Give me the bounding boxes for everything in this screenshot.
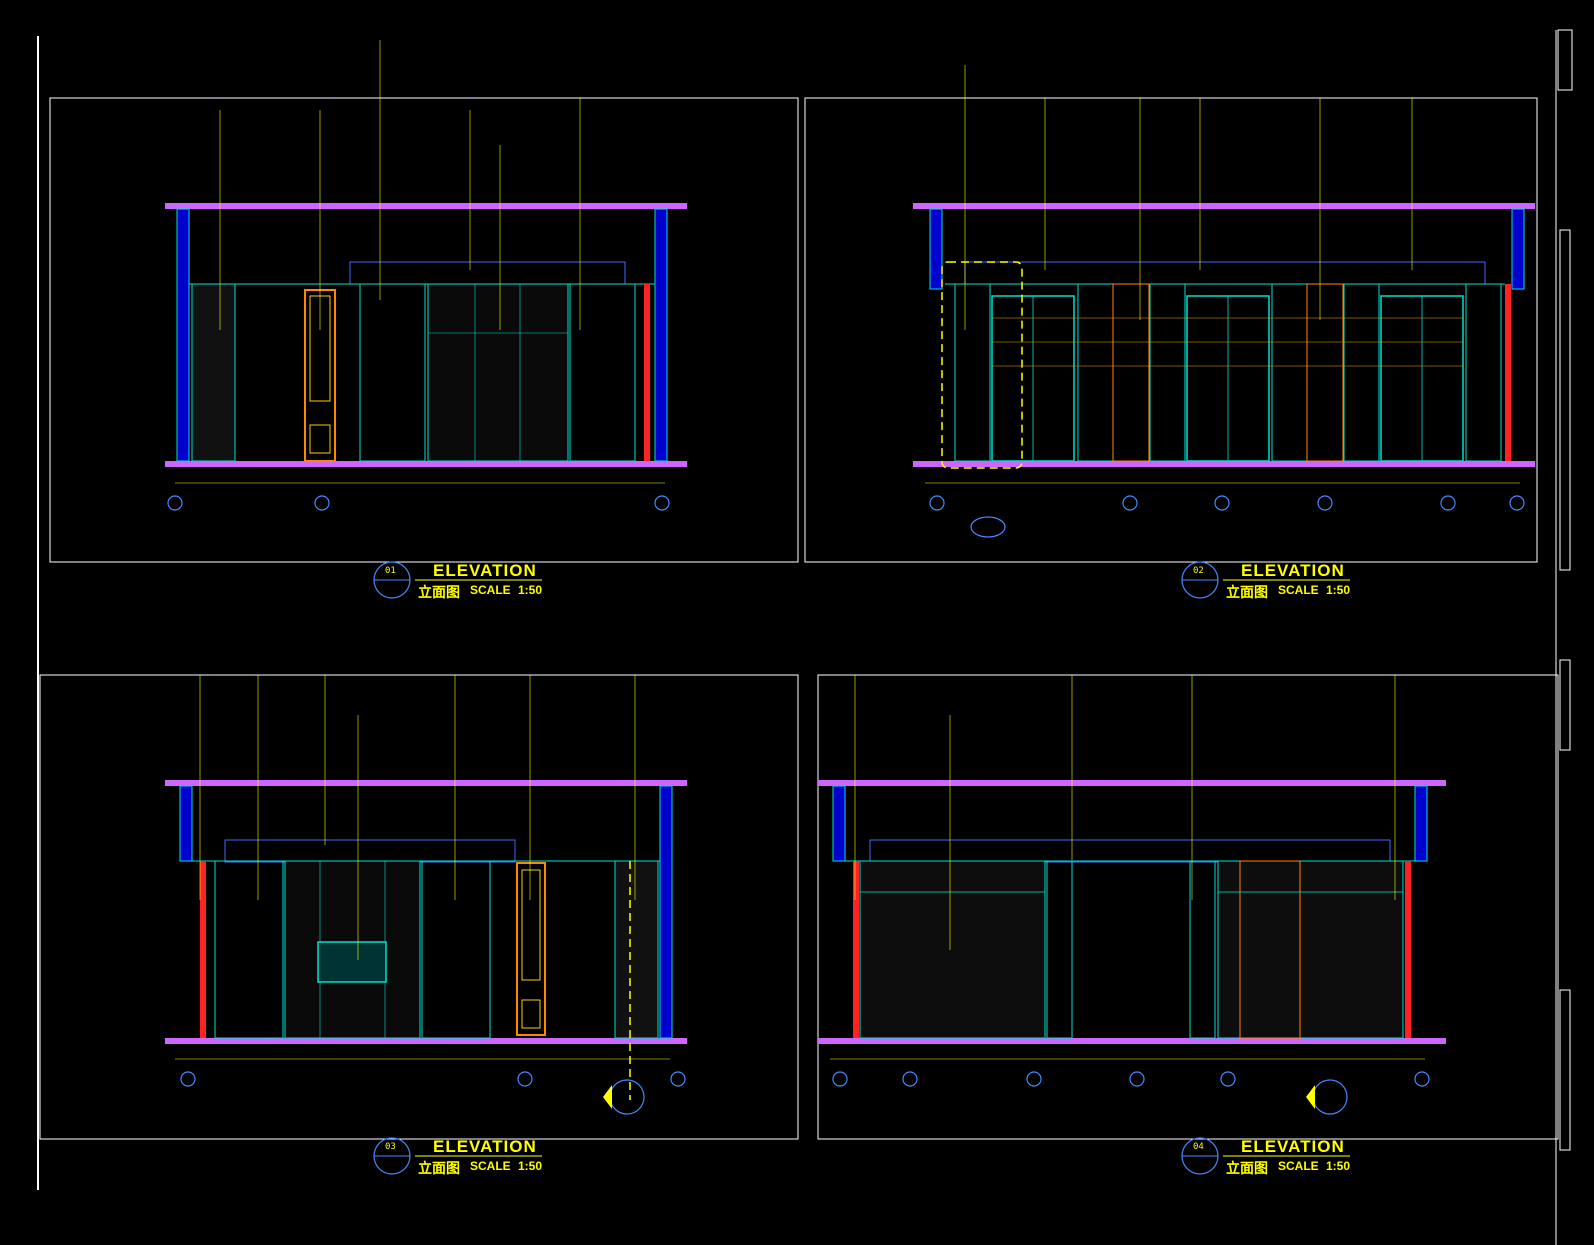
view-subtitle-cn: 立面图: [1226, 584, 1268, 600]
elevation-drawing-3: [165, 675, 687, 1115]
scale-label: SCALE: [470, 583, 511, 597]
elevation-drawing-4: [818, 675, 1446, 1115]
scale-value: 1:50: [1326, 583, 1351, 597]
scale-label: SCALE: [1278, 583, 1319, 597]
view-title-text: ELEVATION: [433, 561, 537, 580]
view-frame-3: [39, 674, 799, 1140]
view-number: 02: [1193, 566, 1204, 576]
sheet-border: [37, 30, 1557, 1245]
view-title-text: ELEVATION: [433, 1137, 537, 1156]
view-number: 01: [385, 566, 396, 576]
view-title-text: ELEVATION: [1241, 1137, 1345, 1156]
view-frame-2: [804, 97, 1538, 563]
scale-label: SCALE: [1278, 1159, 1319, 1173]
scale-value: 1:50: [518, 583, 543, 597]
view-title-text: ELEVATION: [1241, 561, 1345, 580]
scale-value: 1:50: [518, 1159, 543, 1173]
title-marks: [373, 561, 1350, 1175]
view-subtitle-cn: 立面图: [418, 1160, 460, 1176]
view-number: 03: [385, 1142, 396, 1152]
elevation-drawing-2: [913, 65, 1535, 538]
elevation-drawing-1: [165, 40, 687, 511]
view-frame-1: [49, 97, 799, 563]
scale-value: 1:50: [1326, 1159, 1351, 1173]
view-number: 04: [1193, 1142, 1204, 1152]
view-subtitle-cn: 立面图: [1226, 1160, 1268, 1176]
scale-label: SCALE: [470, 1159, 511, 1173]
view-frame-4: [817, 674, 1559, 1140]
title-block-strip: [1557, 29, 1573, 1151]
view-subtitle-cn: 立面图: [418, 584, 460, 600]
